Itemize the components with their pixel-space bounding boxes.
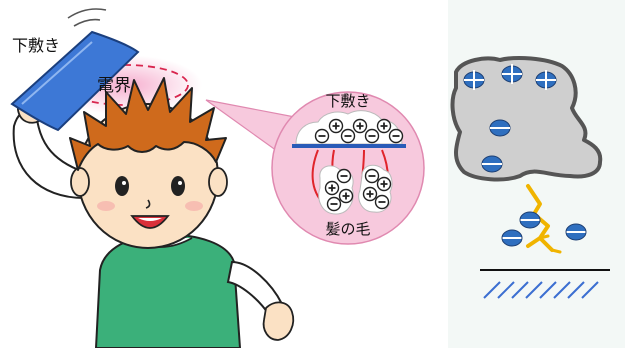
left-eye — [115, 176, 129, 196]
minus-circle-icon — [519, 211, 541, 229]
label-shitajiki: 下敷き — [12, 36, 60, 55]
minus-circle-icon — [336, 168, 352, 184]
inset-sheet-bar — [292, 144, 406, 148]
plus-circle-icon — [376, 176, 392, 192]
plus-circle-icon — [338, 188, 354, 204]
minus-circle-icon — [364, 168, 380, 184]
plus-circle-icon — [324, 180, 340, 196]
minus-circle-icon — [326, 196, 342, 212]
lower-hand — [262, 301, 295, 341]
plus-circle-icon — [328, 118, 344, 134]
minus-circle-icon — [314, 128, 330, 144]
storm-cloud — [450, 56, 603, 182]
right-eye — [171, 176, 185, 196]
spiky-hair — [69, 77, 227, 171]
lightning-panel — [448, 0, 625, 348]
ground-hatching — [483, 281, 599, 299]
shirt — [94, 232, 242, 348]
inset-label-shitajiki: 下敷き — [325, 92, 370, 110]
plus-circle-icon — [376, 118, 392, 134]
minus-circle-icon — [340, 128, 356, 144]
plus-circle-icon — [362, 186, 378, 202]
label-denkai: 電界 — [97, 76, 131, 96]
minus-circle-icon — [388, 128, 404, 144]
plus-circle-icon — [352, 118, 368, 134]
minus-circle-icon — [374, 194, 390, 210]
plastic-sheet — [10, 30, 140, 132]
minus-circle-icon — [364, 128, 380, 144]
inset-label-kaminoke: 髪の毛 — [325, 220, 370, 238]
minus-circle-icon — [565, 223, 587, 241]
cloud-charges — [463, 64, 557, 173]
minus-circle-icon — [501, 229, 523, 247]
inset-magnifier: 下敷き — [205, 91, 425, 245]
boy-scene: 下敷き 電界 — [10, 8, 295, 348]
motion-lines — [67, 8, 107, 27]
